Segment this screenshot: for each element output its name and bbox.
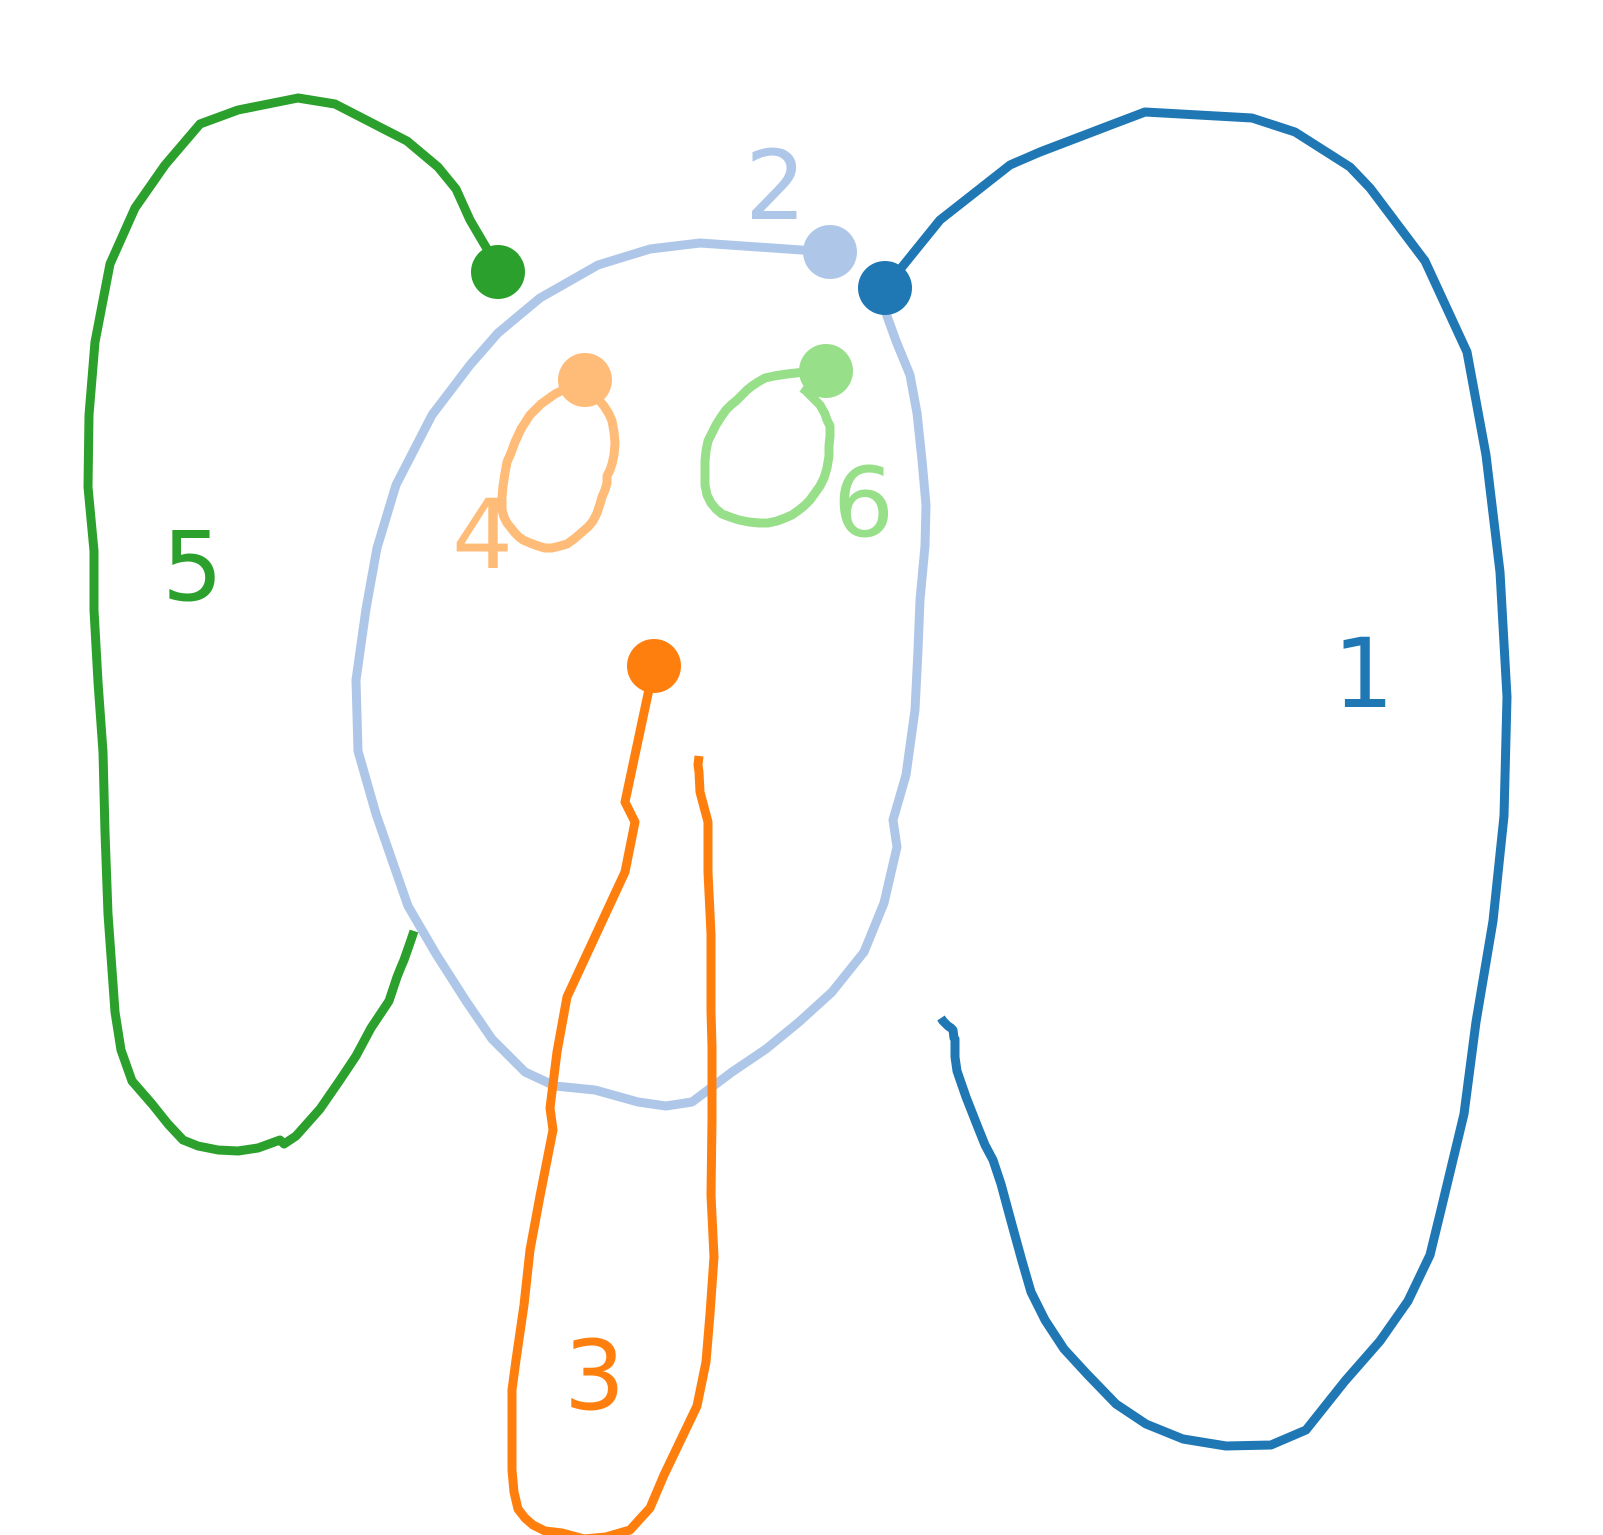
- stroke-2-path: [351, 238, 931, 1111]
- stroke-4: 4: [452, 353, 620, 591]
- stroke-3-label: 3: [564, 1320, 625, 1432]
- stroke-4-start-dot: [558, 353, 612, 407]
- stroke-6-label: 6: [833, 447, 894, 559]
- stroke-4-label: 4: [452, 479, 513, 591]
- stroke-2-label: 2: [745, 130, 806, 242]
- stroke-5: 5: [83, 93, 525, 1156]
- stroke-3-path: [507, 665, 719, 1535]
- stroke-6-start-dot: [799, 344, 853, 398]
- stroke-6-path: [700, 366, 835, 528]
- stroke-5-label: 5: [162, 511, 223, 623]
- stroke-3: 3: [507, 639, 719, 1535]
- stroke-1-path: [881, 107, 1512, 1451]
- stroke-2: 2: [351, 130, 931, 1111]
- stroke-6: 6: [700, 344, 894, 559]
- stroke-5-start-dot: [471, 245, 525, 299]
- stroke-4-path: [497, 375, 620, 553]
- stroke-1: 1: [858, 107, 1512, 1451]
- stroke-5-path: [83, 93, 503, 1156]
- stroke-1-label: 1: [1333, 618, 1394, 730]
- stroke-2-start-dot: [803, 225, 857, 279]
- stroke-3-start-dot: [627, 639, 681, 693]
- stroke-1-start-dot: [858, 261, 912, 315]
